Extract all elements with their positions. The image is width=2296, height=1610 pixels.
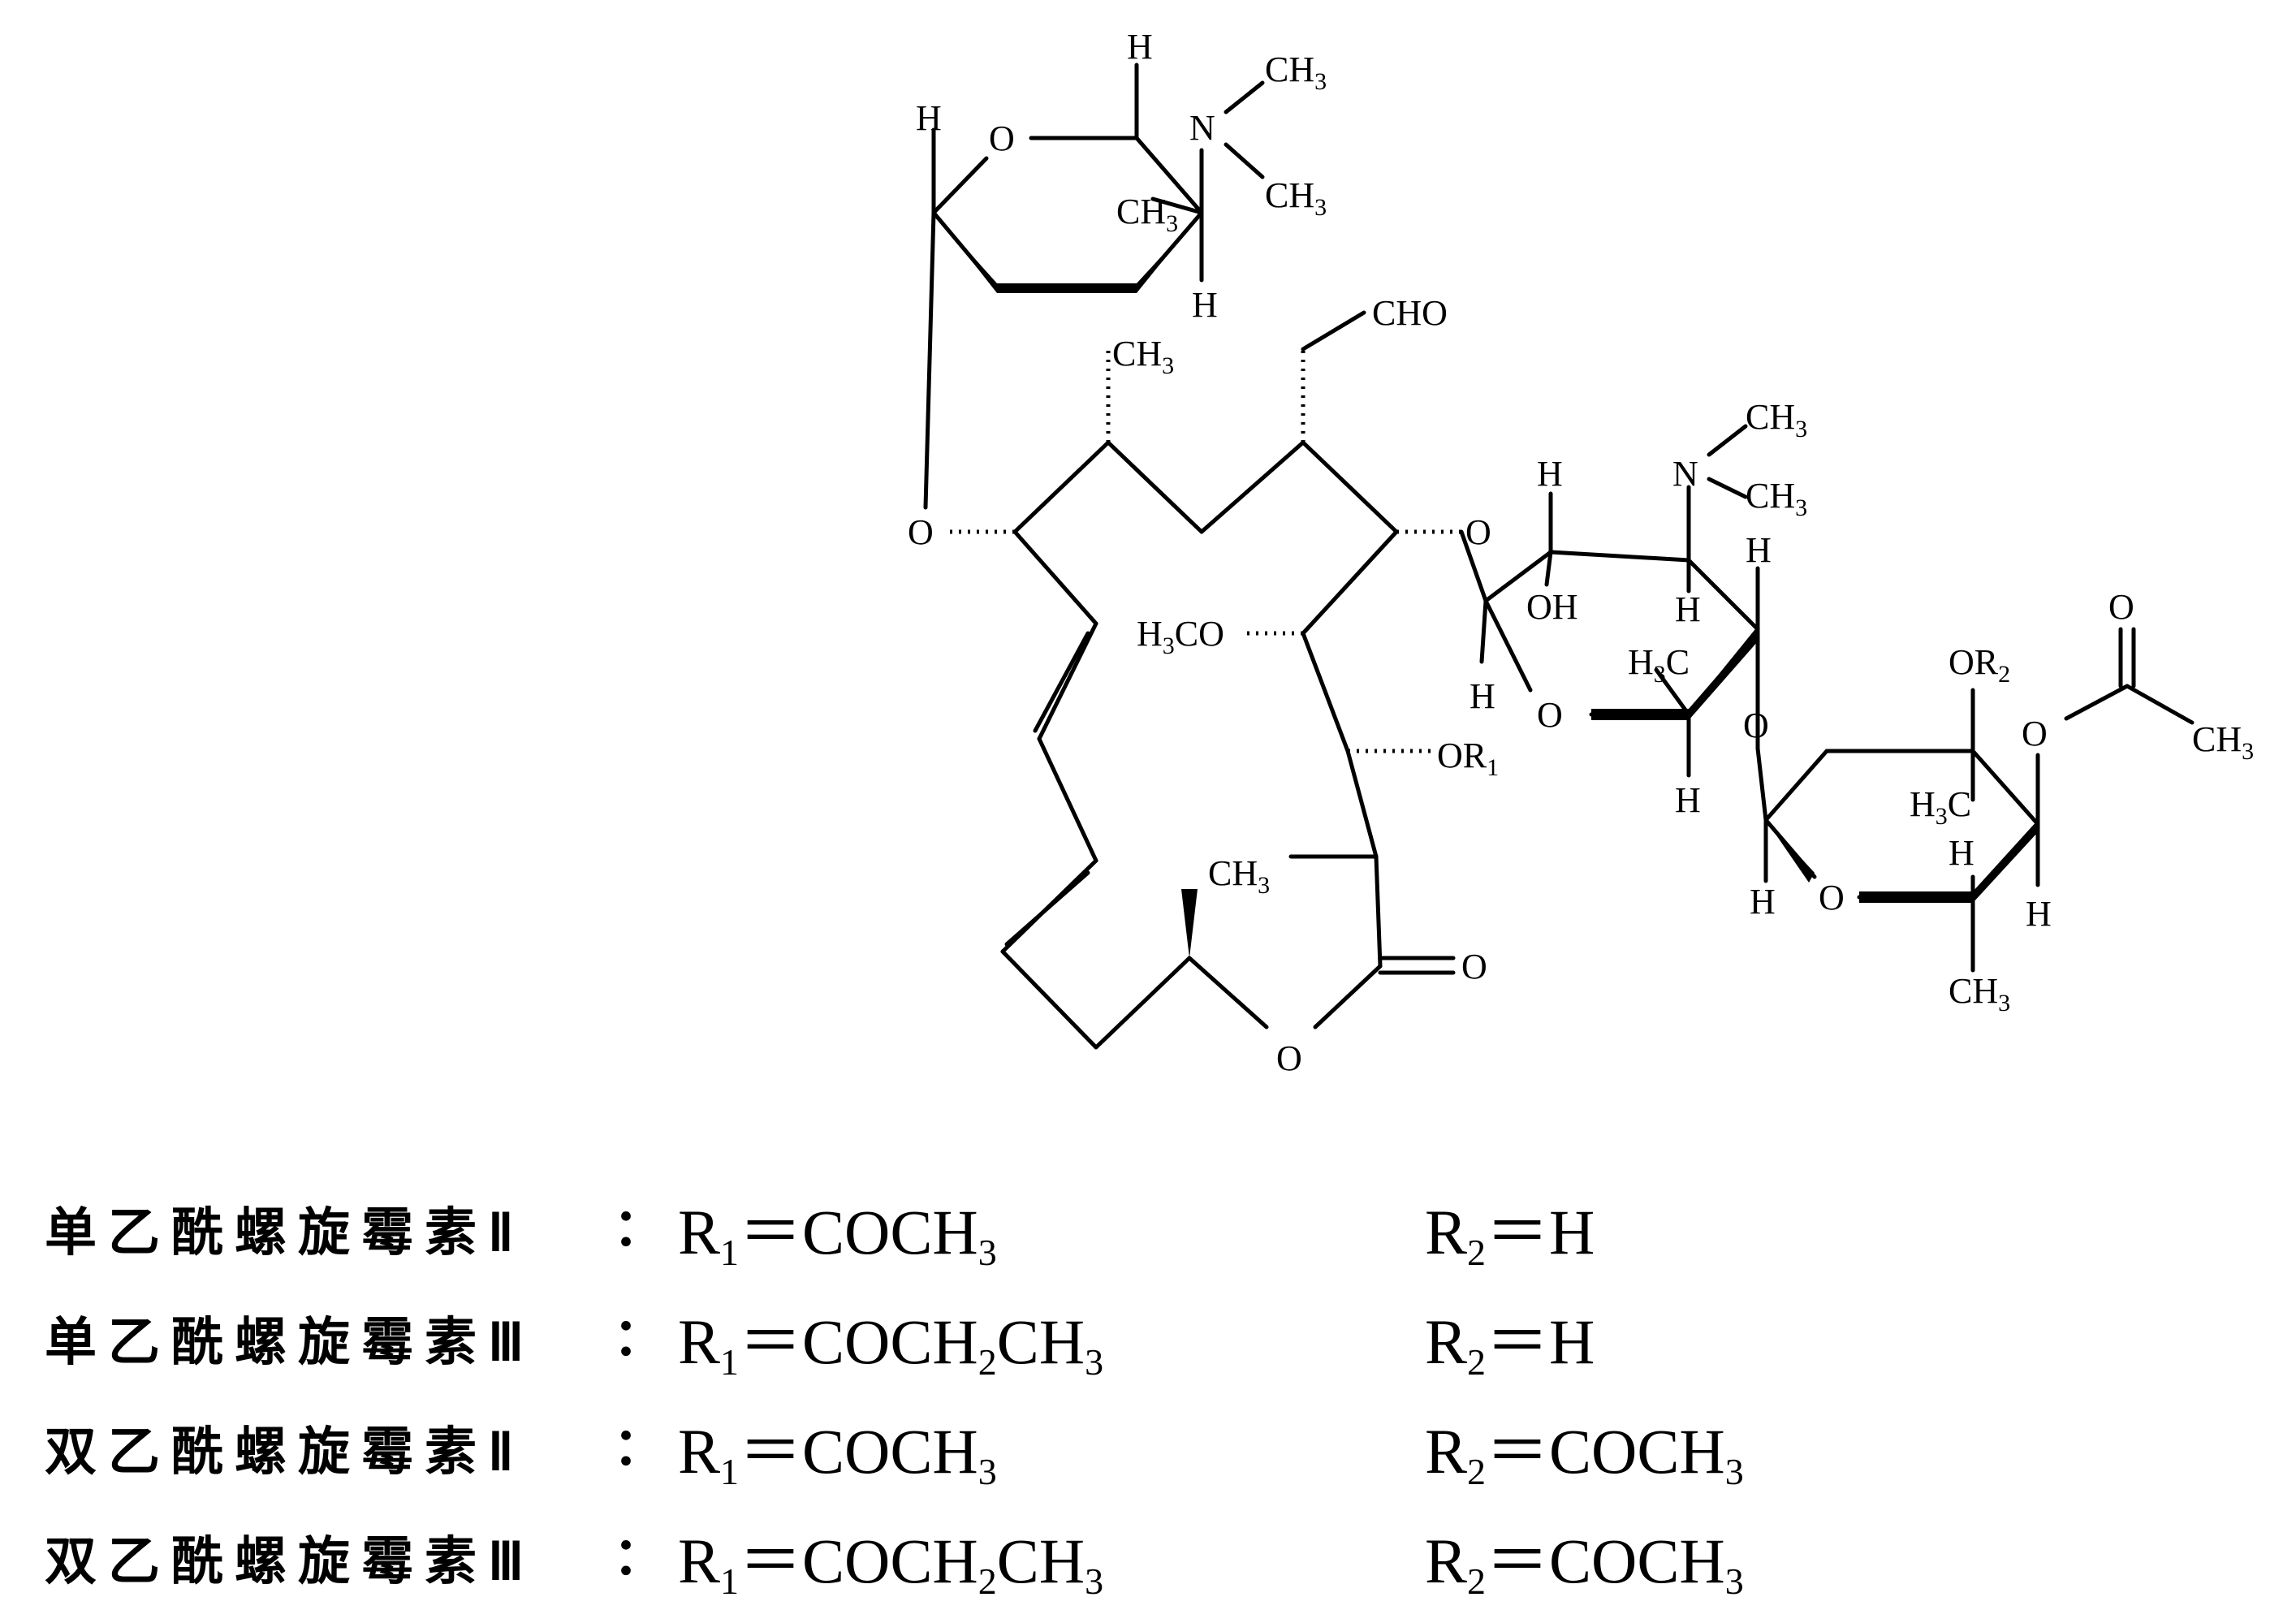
r2-definition: R2＝H (1425, 1197, 1595, 1273)
h-atom: H (916, 98, 942, 138)
lactone-oxygen: O (1276, 1038, 1302, 1078)
glycosidic-oxygen: O (1465, 512, 1491, 552)
methyl-label: H3C (1628, 642, 1690, 688)
methyl-label: CH3 (2192, 719, 2254, 765)
methyl-label: H3C (1910, 784, 1971, 830)
r1-definition: R1＝COCH2CH3 (678, 1306, 1104, 1383)
methyl-label: CH3 (1746, 397, 1807, 442)
hydroxyl-label: OH (1526, 587, 1578, 627)
compound-name: 单乙酰螺旋霉素Ⅱ (45, 1203, 514, 1263)
aldehyde-label: CHO (1372, 293, 1448, 333)
r2-definition: R2＝COCH3 (1425, 1416, 1744, 1492)
r1-definition: R1＝COCH2CH3 (678, 1526, 1104, 1602)
nitrogen-atom: N (1672, 454, 1698, 494)
compound-name: 单乙酰螺旋霉素Ⅲ (45, 1313, 524, 1373)
h-atom: H (1675, 589, 1701, 629)
colon: ： (613, 1198, 665, 1258)
methyl-label: CH3 (1265, 50, 1327, 95)
ring-oxygen: O (1819, 878, 1845, 917)
carbonyl-oxygen: O (2108, 587, 2134, 627)
colon: ： (613, 1527, 665, 1587)
or1-label: OR1 (1437, 736, 1499, 781)
h-atom: H (1470, 676, 1495, 716)
methoxy-label: H3CO (1137, 614, 1224, 659)
methyl-label: CH3 (1208, 853, 1270, 899)
legend-row-1: 单乙酰螺旋霉素Ⅱ ： R1＝COCH3 R2＝H (45, 1181, 2277, 1273)
h-atom: H (2026, 894, 2052, 934)
glycosidic-oxygen: O (1743, 706, 1769, 745)
h-atom: H (1746, 530, 1772, 570)
legend-row-2: 单乙酰螺旋霉素Ⅲ ： R1＝COCH2CH3 R2＝H (45, 1291, 2277, 1383)
sugar-ring-3 (1755, 627, 2195, 973)
h-atom: H (1675, 780, 1701, 820)
legend-row-4: 双乙酰螺旋霉素Ⅲ ： R1＝COCH2CH3 R2＝COCH3 (45, 1510, 2277, 1602)
r2-definition: R2＝COCH3 (1425, 1526, 1744, 1602)
colon: ： (613, 1308, 665, 1368)
r1-definition: R1＝COCH3 (678, 1197, 997, 1273)
methyl-label: CH3 (1949, 971, 2010, 1017)
h-atom: H (1537, 454, 1563, 494)
or2-label: OR2 (1949, 642, 2010, 688)
nitrogen-atom: N (1189, 108, 1215, 148)
r1-definition: R1＝COCH3 (678, 1416, 997, 1492)
sugar-ring-2 (1459, 424, 1760, 778)
h-atom: H (1949, 833, 1974, 873)
h-atom: H (1127, 27, 1153, 67)
sugar-ring-1 (923, 63, 1265, 510)
compound-name: 双乙酰螺旋霉素Ⅲ (45, 1532, 524, 1592)
macrolide-ring (950, 310, 1461, 1050)
compound-name: 双乙酰螺旋霉素Ⅱ (45, 1422, 514, 1483)
r2-definition: R2＝H (1425, 1306, 1595, 1383)
ring-oxygen: O (989, 119, 1015, 158)
h-atom: H (1750, 882, 1776, 922)
carbonyl-oxygen: O (1461, 947, 1487, 986)
methyl-label: CH3 (1746, 476, 1807, 521)
legend-row-3: 双乙酰螺旋霉素Ⅱ ： R1＝COCH3 R2＝COCH3 (45, 1401, 2277, 1492)
methyl-label: CH3 (1112, 334, 1174, 379)
methyl-label: CH3 (1116, 192, 1178, 237)
glycosidic-oxygen: O (908, 512, 934, 552)
colon: ： (613, 1418, 665, 1478)
methyl-label: CH3 (1265, 175, 1327, 221)
ring-oxygen: O (1537, 695, 1563, 735)
h-atom: H (1192, 285, 1218, 325)
ester-oxygen: O (2022, 714, 2048, 753)
